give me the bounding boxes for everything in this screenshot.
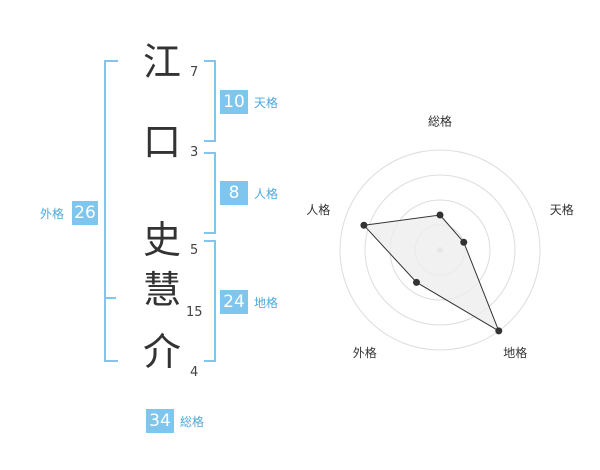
radar-axis-label-3: 地格 (503, 345, 527, 360)
name-char-1: 江 (142, 40, 181, 84)
radar-point-4 (412, 278, 420, 286)
gaikaku-bracket-divider (104, 297, 116, 299)
stroke-count-4: 15 (186, 305, 203, 320)
chikaku-label: 地格 (254, 296, 279, 310)
tenkaku-label: 天格 (254, 96, 279, 110)
jinkaku-bracket (204, 152, 216, 234)
radar-axis-label-1: 総格 (428, 114, 452, 129)
radar-point-3 (495, 327, 503, 335)
radar-axis-label-4: 外格 (353, 345, 377, 360)
radar-point-5 (360, 221, 368, 229)
tenkaku-bracket (204, 60, 216, 142)
jinkaku-value-badge: 8 (220, 181, 248, 205)
stroke-count-5: 4 (190, 365, 199, 380)
radar-point-2 (460, 238, 468, 246)
name-char-2: 口 (142, 120, 181, 164)
soukaku-label: 総格 (180, 415, 205, 429)
radar-ring-4 (339, 149, 541, 351)
gaikaku-label: 外格 (40, 207, 65, 221)
radar-axis-label-5: 人格 (306, 202, 330, 217)
soukaku-value-badge: 34 (146, 409, 174, 433)
jinkaku-label: 人格 (254, 187, 279, 201)
stroke-count-3: 5 (190, 243, 199, 258)
gaikaku-value-badge: 26 (72, 201, 98, 225)
chikaku-value-badge: 24 (220, 290, 248, 314)
radar-data-points (360, 211, 503, 335)
radar-data-area (362, 214, 500, 333)
stroke-count-2: 3 (190, 145, 199, 160)
name-char-4: 慧 (142, 268, 181, 312)
radar-axis-label-2: 天格 (550, 202, 574, 217)
tenkaku-value-badge: 10 (220, 90, 248, 114)
gaikaku-bracket (104, 60, 118, 362)
name-char-3: 史 (142, 218, 181, 262)
radar-ring-3 (364, 174, 516, 326)
radar-point-1 (436, 211, 444, 219)
stroke-count-1: 7 (190, 65, 199, 80)
name-char-5: 介 (142, 330, 181, 374)
chikaku-bracket (204, 240, 216, 362)
